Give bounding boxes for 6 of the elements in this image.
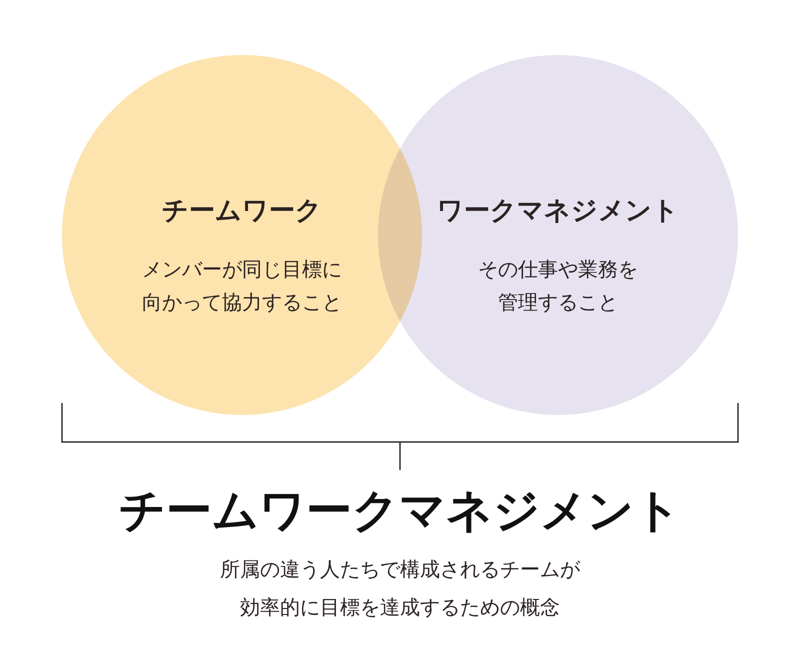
concept-description: 所属の違う人たちで構成されるチームが効率的に目標を達成するための概念 [219, 556, 582, 621]
circle-description: メンバーが同じ目標に向かって協力すること [141, 256, 343, 316]
circle-description: その仕事や業務を管理すること [477, 256, 639, 316]
circle-heading: ワークマネジメント [437, 195, 679, 228]
circle-heading: チームワーク [162, 195, 322, 228]
concept-title: チームワークマネジメント [118, 482, 682, 539]
